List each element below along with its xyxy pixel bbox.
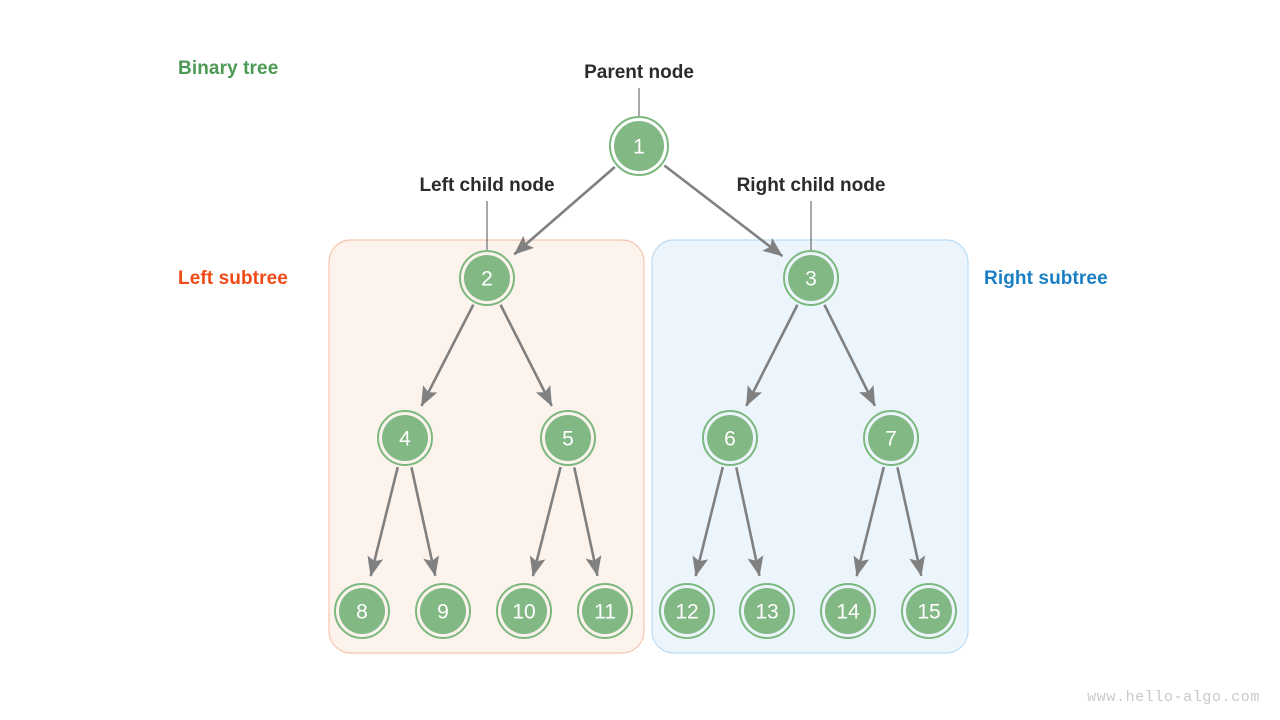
- tree-node-7[interactable]: 7: [863, 410, 919, 466]
- node-value: 5: [562, 428, 574, 451]
- left-subtree-label: Left subtree: [178, 268, 288, 289]
- parent-node-label: Parent node: [584, 62, 694, 83]
- tree-edge-n7-n15: [896, 467, 926, 577]
- tree-edge-n1-n2: [513, 166, 616, 256]
- node-ring: [609, 116, 669, 176]
- tree-node-11[interactable]: 11: [577, 583, 633, 639]
- node-disc: [382, 415, 428, 461]
- subtree-panels: [328, 239, 969, 654]
- node-disc: [744, 588, 790, 634]
- node-disc: [339, 588, 385, 634]
- node-ring: [334, 583, 390, 639]
- tree-node-14[interactable]: 14: [820, 583, 876, 639]
- node-value: 13: [755, 601, 778, 624]
- tree-edge-n2-n4: [420, 304, 475, 407]
- node-ring: [415, 583, 471, 639]
- tree-edge-n6-n13: [735, 467, 764, 577]
- node-value: 1: [633, 136, 645, 159]
- right-subtree-panel: [651, 239, 969, 654]
- tree-edge-n1-n3: [663, 164, 784, 258]
- annotation-pointers: [486, 88, 812, 250]
- node-value: 9: [437, 601, 449, 624]
- node-ring: [540, 410, 596, 466]
- node-value: 11: [594, 601, 616, 624]
- tree-edge-n5-n10: [529, 466, 562, 577]
- node-ring: [702, 410, 758, 466]
- tree-node-15[interactable]: 15: [901, 583, 957, 639]
- node-disc: [868, 415, 914, 461]
- node-disc: [582, 588, 628, 634]
- node-disc: [788, 255, 834, 301]
- tree-edge-n3-n7: [823, 304, 877, 407]
- watermark: www.hello-algo.com: [1087, 689, 1260, 706]
- node-value: 8: [356, 601, 368, 624]
- node-ring: [739, 583, 795, 639]
- node-ring: [377, 410, 433, 466]
- node-value: 4: [399, 428, 411, 451]
- node-value: 14: [836, 601, 860, 624]
- node-disc: [906, 588, 952, 634]
- tree-edge-n6-n12: [692, 466, 725, 577]
- node-value: 12: [675, 601, 698, 624]
- node-value: 3: [805, 268, 817, 291]
- node-ring: [659, 583, 715, 639]
- node-value: 2: [481, 268, 493, 291]
- tree-node-1[interactable]: 1: [609, 116, 669, 176]
- node-value: 7: [885, 428, 897, 451]
- tree-node-2[interactable]: 2: [459, 250, 515, 306]
- node-ring: [496, 583, 552, 639]
- tree-node-6[interactable]: 6: [702, 410, 758, 466]
- node-ring: [577, 583, 633, 639]
- tree-node-12[interactable]: 12: [659, 583, 715, 639]
- node-disc: [614, 121, 664, 171]
- tree-edges: [367, 164, 926, 577]
- node-ring: [783, 250, 839, 306]
- right-subtree-label: Right subtree: [984, 268, 1108, 289]
- tree-node-5[interactable]: 5: [540, 410, 596, 466]
- left-child-node-label: Left child node: [419, 175, 555, 196]
- tree-node-3[interactable]: 3: [783, 250, 839, 306]
- tree-node-10[interactable]: 10: [496, 583, 552, 639]
- node-ring: [901, 583, 957, 639]
- node-ring: [863, 410, 919, 466]
- tree-edge-n2-n5: [499, 304, 553, 407]
- node-value: 15: [917, 601, 940, 624]
- node-disc: [501, 588, 547, 634]
- node-disc: [464, 255, 510, 301]
- node-disc: [664, 588, 710, 634]
- tree-edge-n3-n6: [745, 304, 799, 407]
- tree-edge-n7-n14: [853, 466, 886, 577]
- right-child-node-label: Right child node: [736, 175, 886, 196]
- tree-node-8[interactable]: 8: [334, 583, 390, 639]
- node-ring: [820, 583, 876, 639]
- node-disc: [825, 588, 871, 634]
- node-value: 10: [512, 601, 535, 624]
- tree-edge-n4-n8: [367, 466, 400, 577]
- tree-node-4[interactable]: 4: [377, 410, 433, 466]
- tree-edge-n4-n9: [410, 467, 440, 577]
- tree-node-9[interactable]: 9: [415, 583, 471, 639]
- node-disc: [420, 588, 466, 634]
- node-ring: [459, 250, 515, 306]
- tree-node-13[interactable]: 13: [739, 583, 795, 639]
- tree-edge-n5-n11: [573, 467, 602, 577]
- node-disc: [545, 415, 591, 461]
- title-label: Binary tree: [178, 58, 279, 79]
- node-value: 6: [724, 428, 736, 451]
- node-disc: [707, 415, 753, 461]
